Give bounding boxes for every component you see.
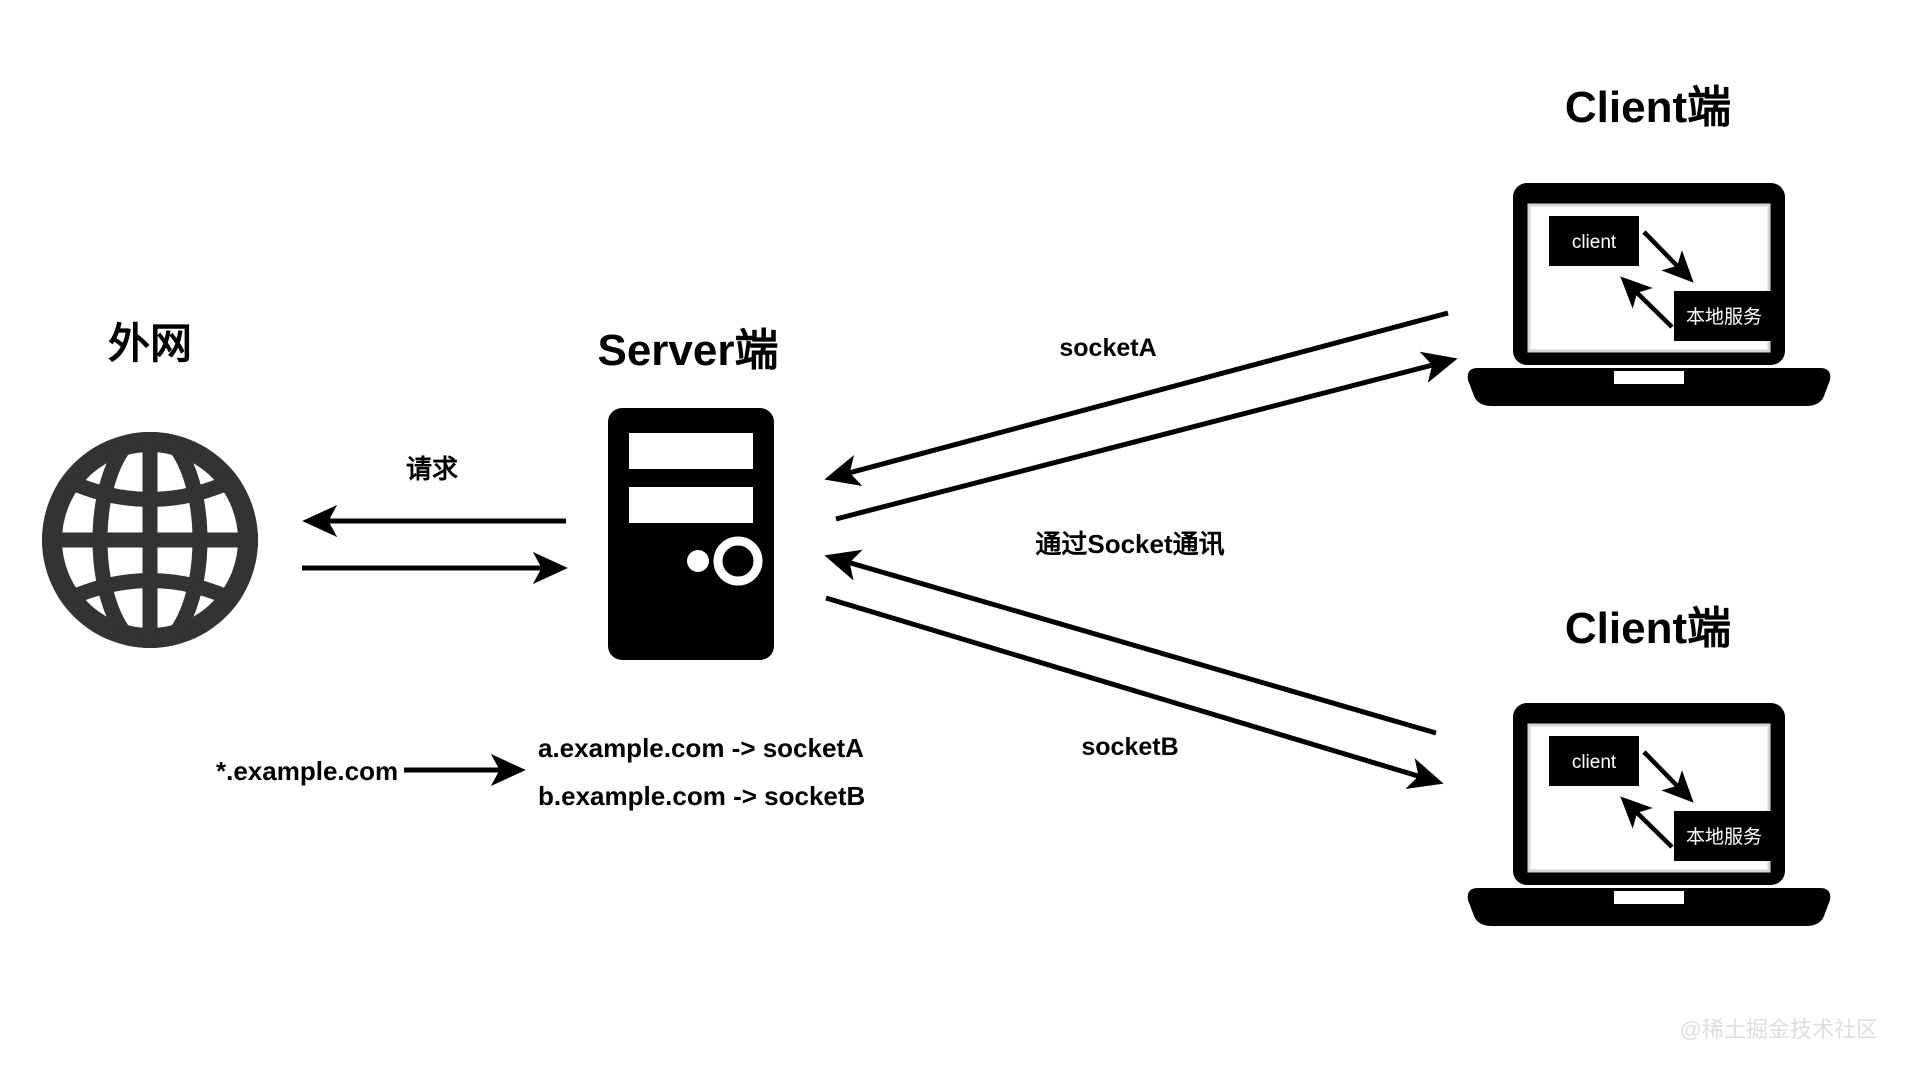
globe-icon bbox=[42, 432, 258, 648]
arrow-client-to-local-service-bottom bbox=[1642, 750, 1694, 803]
client-top-title: Client端 bbox=[1565, 83, 1731, 132]
arrow-server-to-client-top bbox=[835, 351, 1458, 522]
client-bottom-title: Client端 bbox=[1565, 604, 1731, 653]
arrow-client-bottom-to-server bbox=[824, 549, 1437, 736]
client-box-top-label: client bbox=[1572, 232, 1617, 253]
laptop-icon-client-top: client 本地服务 bbox=[1467, 183, 1831, 406]
request-label: 请求 bbox=[406, 454, 458, 484]
local-service-box-bottom-label: 本地服务 bbox=[1686, 826, 1762, 848]
client-box-bottom-label: client bbox=[1572, 752, 1617, 773]
arrow-server-to-client-bottom bbox=[825, 595, 1444, 789]
socket-b-label: socketB bbox=[1081, 733, 1178, 761]
laptop-icon-client-bottom: client 本地服务 bbox=[1467, 703, 1831, 926]
arrow-client-top-to-server bbox=[824, 310, 1449, 486]
arrow-local-service-to-client-top bbox=[1620, 276, 1674, 329]
local-service-box-top bbox=[1674, 291, 1774, 341]
local-service-box-bottom bbox=[1674, 811, 1774, 861]
server-title: Server端 bbox=[597, 326, 778, 375]
watermark: @稀土掘金技术社区 bbox=[1680, 1017, 1878, 1042]
socket-communication-label: 通过Socket通讯 bbox=[1035, 529, 1224, 559]
client-box-bottom bbox=[1549, 736, 1639, 786]
external-network-title: 外网 bbox=[108, 320, 192, 367]
arrow-client-to-local-service-top bbox=[1642, 230, 1694, 283]
mapping-target-b: b.example.com -> socketB bbox=[538, 781, 865, 811]
local-service-box-top-label: 本地服务 bbox=[1686, 306, 1762, 328]
client-box-top bbox=[1549, 216, 1639, 266]
socket-a-label: socketA bbox=[1059, 334, 1156, 362]
mapping-target-a: a.example.com -> socketA bbox=[538, 733, 864, 763]
wildcard-domain-label: *.example.com bbox=[216, 756, 398, 786]
arrow-local-service-to-client-bottom bbox=[1620, 796, 1674, 849]
server-tower-icon bbox=[608, 408, 774, 660]
